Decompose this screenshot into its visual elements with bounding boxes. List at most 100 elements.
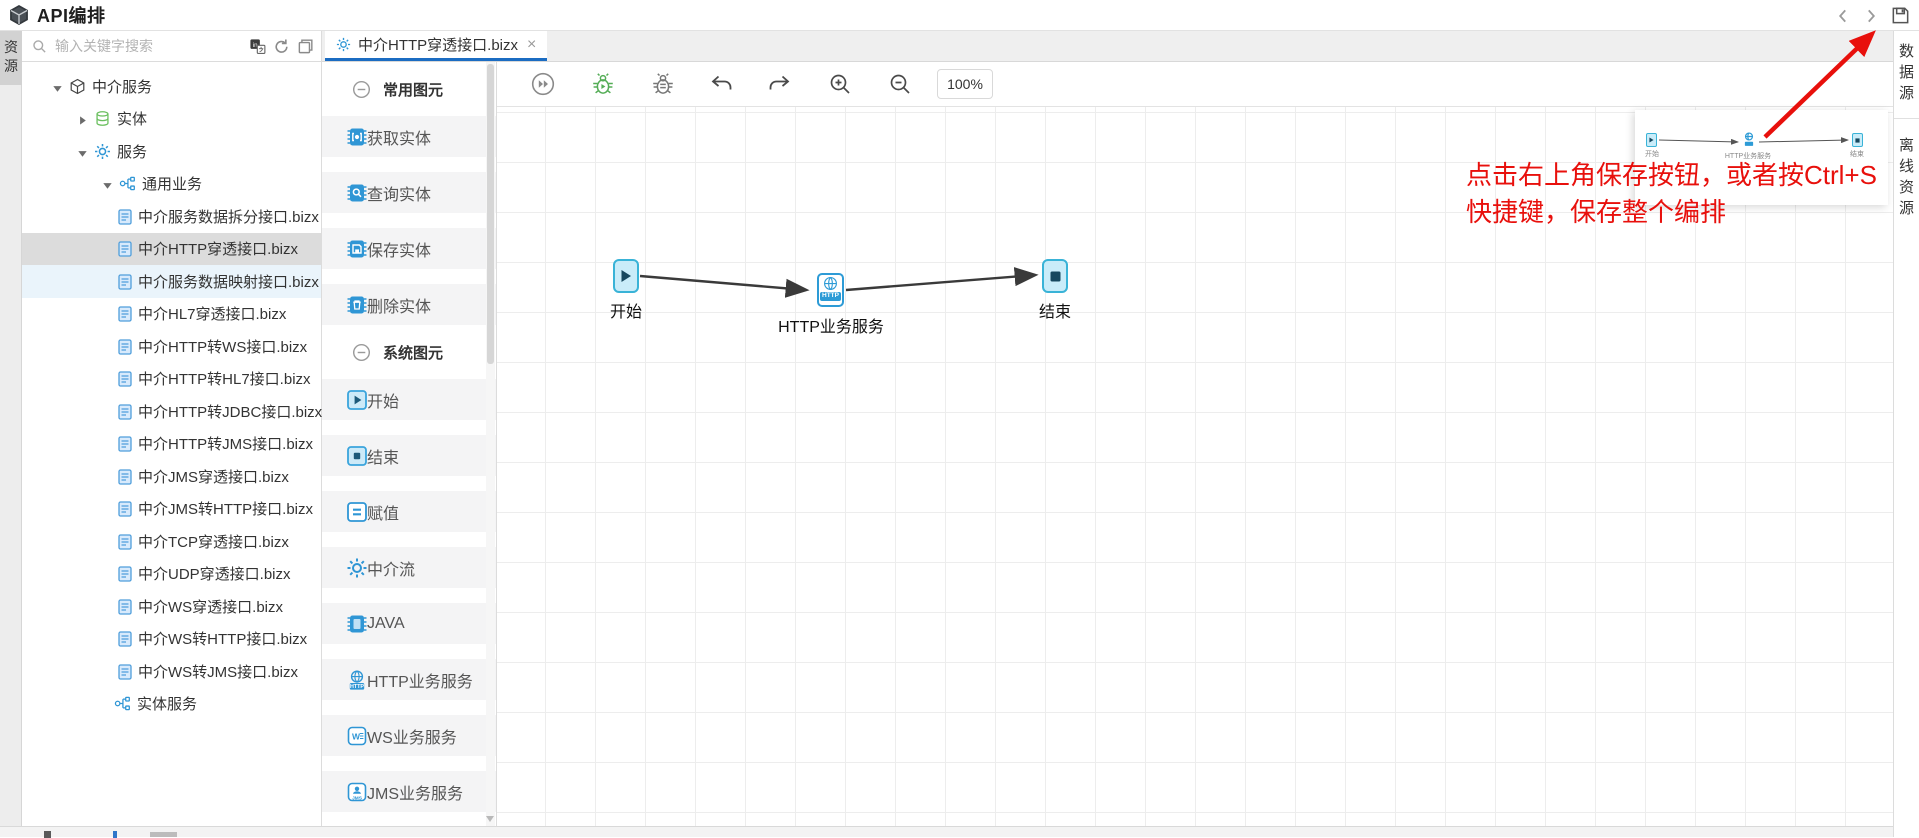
section-collapse-icon[interactable]	[337, 80, 371, 99]
tree-file-item[interactable]: 中介HTTP穿透接口.bizx	[22, 232, 321, 265]
app-logo-icon	[10, 4, 28, 26]
node-http-badge: HTTP	[820, 292, 841, 301]
palette-item-label: 开始	[367, 393, 400, 411]
debug-config-icon[interactable]	[650, 71, 676, 97]
tree-file-item[interactable]: 中介TCP穿透接口.bizx	[22, 525, 321, 558]
palette-item-assign[interactable]: 赋值	[322, 491, 496, 532]
shape-palette: 常用图元获取实体查询实体保存实体删除实体系统图元开始结束赋值中介流 JAVA HTT…	[322, 62, 497, 826]
play-icon	[621, 270, 631, 282]
search-icon	[33, 39, 46, 53]
chevron-expanded-icon[interactable]	[52, 81, 63, 92]
tab-bizx-file[interactable]: 中介HTTP穿透接口.bizx ×	[325, 31, 547, 61]
left-rail-tab-resources[interactable]: 资源	[0, 31, 22, 85]
section-collapse-icon[interactable]	[337, 343, 371, 362]
edge-start-http	[639, 274, 810, 298]
entity-get-icon	[334, 126, 367, 148]
palette-section-header[interactable]: 系统图元	[322, 337, 496, 367]
collapse-all-icon[interactable]	[297, 38, 314, 55]
tree-folder-item[interactable]: 实体服务	[22, 688, 321, 721]
flow-icon	[114, 695, 131, 712]
cube-icon	[69, 78, 86, 95]
tree-file-item[interactable]: 中介UDP穿透接口.bizx	[22, 558, 321, 591]
tree-item-label: 中介HL7穿透接口.bizx	[138, 306, 287, 324]
bizx-file-icon	[118, 599, 132, 615]
palette-item-label: JMS业务服务	[367, 785, 464, 803]
right-rail-tab-offline-resources[interactable]: 离线资源	[1898, 137, 1914, 217]
tree-file-item[interactable]: 中介JMS穿透接口.bizx	[22, 460, 321, 493]
chevron-expanded-icon[interactable]	[102, 178, 113, 190]
tree-file-item[interactable]: 中介HL7穿透接口.bizx	[22, 298, 321, 331]
tree-item-label: 实体	[117, 111, 148, 129]
nav-back-icon[interactable]	[1834, 7, 1852, 25]
cropped-item	[44, 831, 51, 838]
save-icon[interactable]	[1890, 5, 1911, 26]
palette-item-entity-save[interactable]: 保存实体	[322, 228, 496, 269]
tree-folder-item[interactable]: 服务	[22, 135, 321, 168]
palette-item-java[interactable]: JAVA	[322, 603, 496, 644]
cropped-item	[113, 831, 117, 838]
bizx-file-icon	[118, 306, 132, 322]
palette-scrollbar-thumb[interactable]	[487, 64, 494, 364]
tree-item-label: 通用业务	[142, 176, 203, 194]
zoom-level-button[interactable]: 100%	[937, 69, 993, 99]
palette-item-entity-delete[interactable]: 删除实体	[322, 284, 496, 325]
tree-file-item[interactable]: 中介服务数据映射接口.bizx	[22, 265, 321, 298]
nav-forward-icon[interactable]	[1862, 7, 1880, 25]
refresh-icon[interactable]	[273, 38, 290, 55]
palette-item-end[interactable]: 结束	[322, 435, 496, 476]
palette-item-start[interactable]: 开始	[322, 379, 496, 420]
tab-close-icon[interactable]: ×	[527, 35, 537, 53]
tree-file-item[interactable]: 中介WS转JMS接口.bizx	[22, 655, 321, 688]
palette-item-label: 保存实体	[367, 242, 432, 260]
tree-file-item[interactable]: 中介服务数据拆分接口.bizx	[22, 200, 321, 233]
tree-item-label: 中介HTTP转JMS接口.bizx	[138, 436, 314, 454]
tree-file-item[interactable]: 中介HTTP转JMS接口.bizx	[22, 428, 321, 461]
tree-folder-item[interactable]: 中介服务	[22, 70, 321, 103]
run-icon[interactable]	[530, 71, 556, 97]
palette-section-header[interactable]: 常用图元	[322, 74, 496, 104]
node-http-service[interactable]: HTTP	[817, 273, 844, 307]
tree-file-item[interactable]: 中介HTTP转HL7接口.bizx	[22, 363, 321, 396]
node-start[interactable]	[613, 259, 639, 293]
zoom-in-icon[interactable]	[827, 71, 853, 97]
bizx-file-icon	[118, 469, 132, 485]
tree-folder-item[interactable]: 通用业务	[22, 168, 321, 201]
scroll-down-icon[interactable]	[486, 816, 494, 822]
search-input[interactable]	[55, 38, 249, 54]
tree-file-item[interactable]: 中介HTTP转WS接口.bizx	[22, 330, 321, 363]
chevron-collapsed-icon[interactable]	[77, 113, 88, 125]
minimap-edges	[1658, 137, 1849, 145]
tree-file-item[interactable]: 中介WS转HTTP接口.bizx	[22, 623, 321, 656]
tree-file-item[interactable]: 中介JMS转HTTP接口.bizx	[22, 493, 321, 526]
palette-item-entity-query[interactable]: 查询实体	[322, 172, 496, 213]
tree-item-label: 中介HTTP转HL7接口.bizx	[138, 371, 311, 389]
tree-file-item[interactable]: 中介WS穿透接口.bizx	[22, 590, 321, 623]
bizx-file-icon	[118, 339, 132, 355]
palette-scrollbar[interactable]	[486, 62, 495, 826]
palette-item-flow-gear[interactable]: 中介流	[322, 547, 496, 588]
undo-icon[interactable]	[709, 71, 735, 97]
entity-save-icon	[334, 238, 367, 260]
edge-http-end	[845, 267, 1039, 292]
locale-toggle-icon[interactable]: in	[249, 38, 266, 55]
app-title: API编排	[37, 6, 106, 26]
node-end[interactable]	[1042, 259, 1068, 293]
debug-run-icon[interactable]	[590, 71, 616, 97]
right-rail-tab-datasource[interactable]: 数据源	[1898, 43, 1914, 102]
node-start-label: 开始	[609, 304, 643, 321]
tree-file-item[interactable]: 中介HTTP转JDBC接口.bizx	[22, 395, 322, 428]
tree-item-label: 中介WS穿透接口.bizx	[138, 598, 284, 616]
chevron-expanded-icon[interactable]	[77, 146, 88, 157]
zoom-out-icon[interactable]	[887, 71, 913, 97]
flow-canvas[interactable]: 开始 HTTP HTTP业务服务 结束 开始 HTTP业务服务	[497, 107, 1893, 826]
jms-service-icon: JMS	[334, 781, 367, 803]
palette-item-entity-get[interactable]: 获取实体	[322, 116, 496, 157]
left-rail: 资源	[0, 31, 22, 837]
tree-folder-item[interactable]: 实体	[22, 103, 321, 136]
bizx-file-icon	[118, 566, 132, 582]
redo-icon[interactable]	[766, 71, 792, 97]
